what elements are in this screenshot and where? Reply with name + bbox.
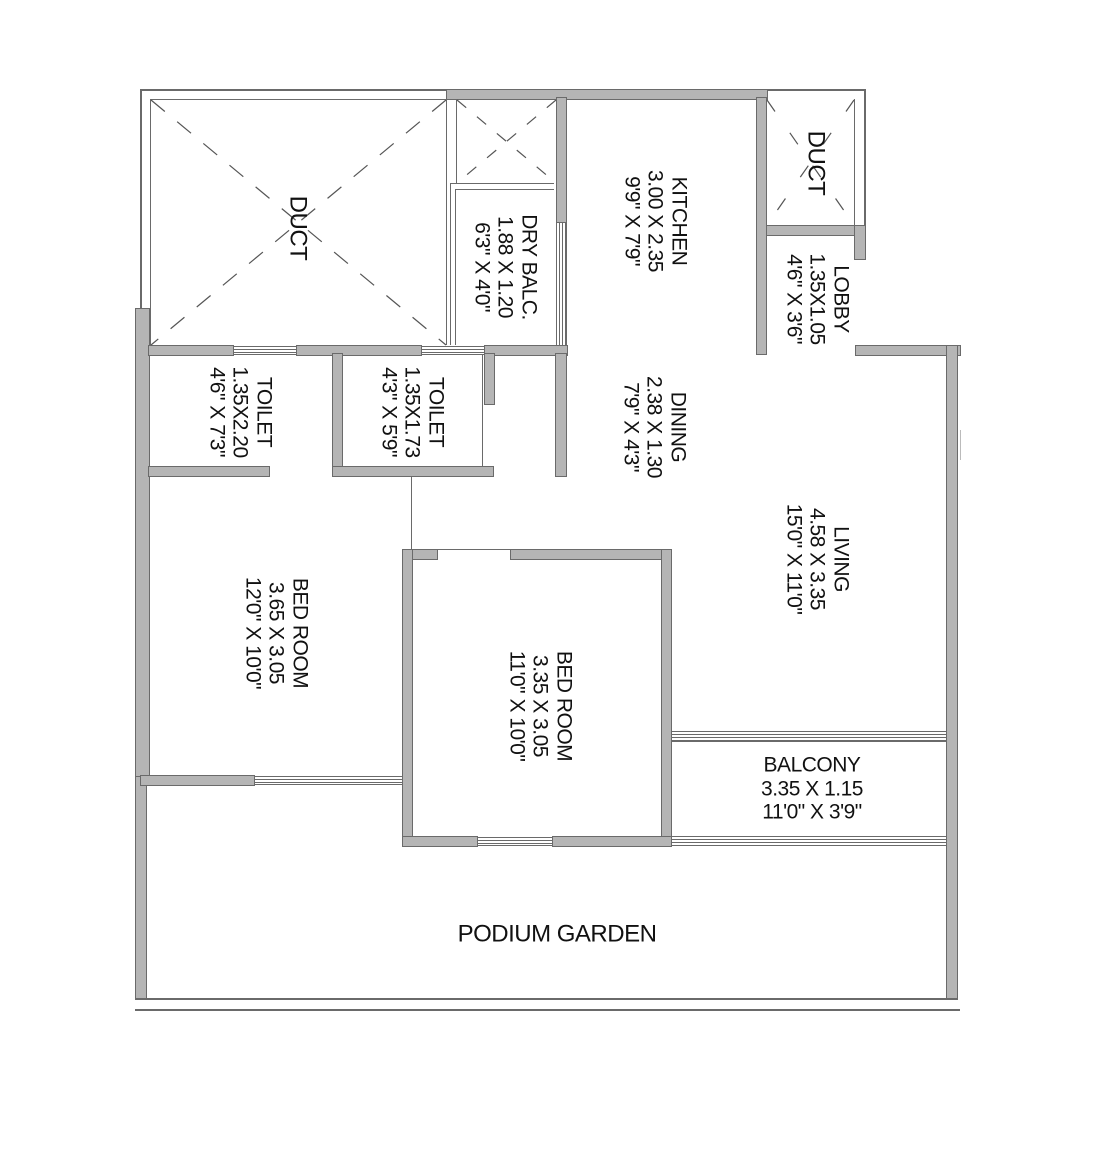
room-duct-large-label: DUCT	[284, 196, 311, 261]
room-dry-balcony-label: DRY BALC. 1.88 X 1.20 6'3" X 4'0"	[470, 214, 541, 320]
wall-toilet2-stub	[484, 353, 495, 405]
wall-bed2-bottom-b	[552, 836, 672, 847]
right-duct-cross-icon	[766, 99, 855, 226]
room-imperial-size: 4'6" X 7'3"	[205, 367, 229, 457]
room-metric-size: 1.35X1.05	[805, 253, 829, 345]
room-lobby-label: LOBBY 1.35X1.05 4'6" X 3'6"	[782, 253, 853, 345]
room-name: DUCT	[802, 130, 830, 196]
wall-toilet1-bottom	[148, 466, 270, 477]
wall-bed2-left	[402, 549, 413, 847]
room-imperial-size: 15'0" X 11'0"	[782, 503, 806, 615]
right-duct-outer-top	[766, 89, 866, 91]
room-dining-label: DINING 2.38 X 1.30 7'9" X 4'3"	[619, 376, 690, 478]
room-imperial-size: 12'0" X 10'0"	[241, 576, 265, 690]
room-imperial-size: 11'0" X 3'9"	[762, 800, 862, 824]
wall-dining-partition	[555, 353, 567, 477]
room-toilet-2-label: TOILET 1.35X1.73 4'3" X 5'9"	[377, 366, 448, 458]
room-name: DINING	[666, 391, 690, 463]
balcony-railing-bottom[interactable]	[672, 836, 946, 846]
wall-toilet1-right	[332, 353, 343, 477]
duct-outer-top-line	[140, 89, 450, 91]
window-toilet-1[interactable]	[234, 346, 296, 355]
room-imperial-size: 11'0" X 10'0"	[505, 650, 529, 762]
wall-left-exterior-lower	[135, 776, 147, 1000]
dry-balc-frame-left	[450, 183, 451, 345]
wall-toilets-top-a	[148, 345, 234, 356]
room-metric-size: 1.35X2.20	[228, 366, 252, 458]
wall-kitchen-left	[556, 97, 567, 223]
dry-balc-frame-top	[450, 183, 554, 184]
room-name: LOBBY	[829, 265, 853, 333]
duct-inner-right-line	[446, 99, 447, 345]
podium-bottom-line	[135, 998, 958, 1000]
dry-balc-frame-left2	[455, 189, 456, 345]
wall-toilets-top-b	[296, 345, 422, 356]
wall-toilet2-bottom	[332, 466, 494, 477]
room-imperial-size: 6'3" X 4'0"	[470, 222, 494, 312]
room-name: KITCHEN	[667, 176, 691, 266]
toilet2-right-line	[482, 355, 483, 467]
duct-outer-left-line	[140, 89, 142, 309]
room-bedroom-1-label: BED ROOM 3.65 X 3.05 12'0" X 10'0"	[241, 576, 312, 690]
room-duct-right-label: DUCT	[802, 131, 829, 196]
room-name: LIVING	[829, 526, 853, 592]
room-name: TOILET	[424, 376, 448, 448]
wall-bed2-right	[661, 549, 672, 847]
room-balcony-label: BALCONY 3.35 X 1.15 11'0" X 3'9"	[761, 754, 863, 825]
room-kitchen-label: KITCHEN 3.00 X 2.35 9'9" X 7'9"	[620, 170, 691, 272]
room-metric-size: 3.35 X 1.15	[761, 777, 863, 801]
room-name: DUCT	[284, 195, 312, 261]
dry-balc-frame-top2	[455, 189, 554, 190]
wall-left-exterior	[135, 308, 150, 778]
bed2-door-line	[438, 549, 510, 550]
wall-bed2-bottom-a	[402, 836, 478, 847]
small-duct-left-line	[456, 99, 457, 183]
wall-duct-lobby	[766, 225, 866, 236]
room-metric-size: 3.00 X 2.35	[643, 170, 667, 272]
room-name: DRY BALC.	[517, 214, 541, 320]
room-toilet-1-label: TOILET 1.35X2.20 4'6" X 7'3"	[205, 366, 276, 458]
window-bedroom-2[interactable]	[478, 837, 552, 846]
duct-inner-left-line	[150, 99, 151, 345]
wall-toilets-top-c	[484, 345, 568, 356]
wall-bed2-top-b	[510, 549, 672, 560]
room-imperial-size: 9'9" X 7'9"	[620, 176, 644, 266]
wall-bed1-bottom	[140, 775, 255, 786]
room-name: BED ROOM	[552, 650, 576, 762]
room-podium-garden-label: PODIUM GARDEN	[457, 920, 657, 949]
small-duct-cross-icon	[456, 99, 557, 184]
room-metric-size: 1.35X1.73	[400, 366, 424, 458]
duct-inner-top-line	[150, 99, 446, 100]
room-name: PODIUM GARDEN	[457, 920, 657, 948]
window-toilet-2[interactable]	[422, 346, 484, 355]
room-metric-size: 1.88 X 1.20	[493, 216, 517, 318]
wall-right-exterior	[946, 345, 958, 999]
room-metric-size: 2.38 X 1.30	[642, 376, 666, 478]
right-duct-inner-right	[854, 99, 855, 225]
room-bedroom-2-label: BED ROOM 3.35 X 3.05 11'0" X 10'0"	[505, 650, 576, 762]
room-name: TOILET	[252, 376, 276, 448]
duct-cross-icon	[150, 99, 447, 346]
room-metric-size: 3.65 X 3.05	[264, 582, 288, 684]
room-imperial-size: 4'6" X 3'6"	[782, 254, 806, 344]
room-name: BED ROOM	[288, 577, 312, 689]
room-metric-size: 4.58 X 3.35	[805, 508, 829, 610]
window-bedroom-1[interactable]	[255, 776, 402, 785]
room-metric-size: 3.35 X 3.05	[528, 655, 552, 757]
balcony-railing-top[interactable]	[672, 731, 946, 742]
passage-line	[411, 477, 412, 551]
room-imperial-size: 7'9" X 4'3"	[619, 382, 643, 472]
right-duct-outer-right	[864, 89, 866, 229]
room-imperial-size: 4'3" X 5'9"	[377, 367, 401, 457]
wall-living-top	[855, 345, 961, 356]
site-boundary-line	[135, 1009, 960, 1011]
room-name: BALCONY	[763, 753, 861, 777]
exterior-tick-1	[960, 430, 961, 460]
wall-lobby-stub	[854, 225, 866, 260]
wall-top-kitchen	[446, 89, 768, 100]
room-living-label: LIVING 4.58 X 3.35 15'0" X 11'0"	[782, 503, 853, 615]
dry-balc-opening[interactable]	[556, 223, 567, 345]
